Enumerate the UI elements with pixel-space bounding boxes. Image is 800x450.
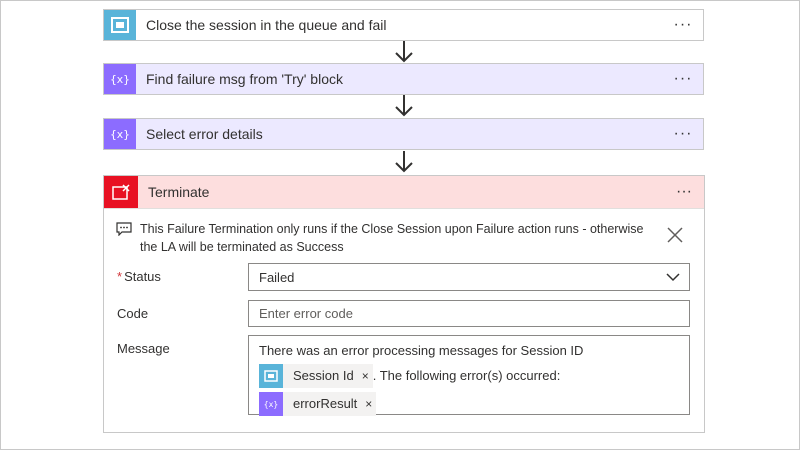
terminate-title: Terminate (148, 184, 210, 200)
error-result-token[interactable]: {x} errorResult × (259, 392, 377, 416)
message-text-middle: . The following error(s) occurred: (372, 368, 561, 383)
step-close-session[interactable]: Close the session in the queue and fail … (103, 9, 704, 41)
comment-icon (116, 220, 140, 256)
service-bus-icon (104, 10, 136, 40)
arrow-down-icon (395, 41, 413, 63)
terminate-action-card: Terminate ··· This Failure Termination o… (103, 175, 705, 433)
comment-text: This Failure Termination only runs if th… (140, 222, 644, 254)
comment-note: This Failure Termination only runs if th… (116, 220, 676, 256)
message-label: Message (117, 341, 170, 356)
code-field[interactable]: Enter error code (248, 300, 690, 327)
svg-text:{x}: {x} (110, 73, 130, 86)
session-id-token[interactable]: Session Id × (259, 364, 373, 388)
code-label: Code (117, 306, 149, 321)
remove-token-icon[interactable]: × (365, 397, 373, 411)
arrow-down-icon (395, 95, 413, 117)
svg-text:{x}: {x} (264, 400, 278, 409)
remove-token-icon[interactable]: × (361, 369, 369, 383)
step-title: Close the session in the queue and fail (146, 17, 387, 33)
variable-icon: {x} (104, 64, 136, 94)
more-options-button[interactable]: ··· (673, 70, 693, 87)
step-title: Find failure msg from 'Try' block (146, 71, 343, 87)
arrow-down-icon (395, 151, 413, 173)
message-text-before: There was an error processing messages f… (259, 343, 584, 358)
terminate-header[interactable]: Terminate ··· (104, 176, 704, 209)
message-field[interactable]: There was an error processing messages f… (248, 335, 690, 416)
service-bus-icon (259, 364, 283, 388)
svg-text:{x}: {x} (110, 128, 130, 141)
variable-icon: {x} (259, 392, 283, 416)
close-icon[interactable] (664, 224, 686, 246)
status-value: Failed (259, 269, 295, 285)
step-select-error-details[interactable]: {x} Select error details ··· (103, 118, 704, 150)
more-options-button[interactable]: ··· (673, 16, 693, 33)
step-find-failure-msg[interactable]: {x} Find failure msg from 'Try' block ··… (103, 63, 704, 95)
more-options-button[interactable]: ··· (673, 125, 693, 142)
status-label: *Status (117, 269, 161, 284)
step-title: Select error details (146, 126, 263, 142)
chevron-down-icon (666, 273, 680, 282)
more-options-button[interactable]: ··· (676, 183, 692, 200)
status-dropdown[interactable]: Failed (248, 263, 690, 291)
terminate-icon (104, 176, 138, 208)
variable-icon: {x} (104, 119, 136, 149)
